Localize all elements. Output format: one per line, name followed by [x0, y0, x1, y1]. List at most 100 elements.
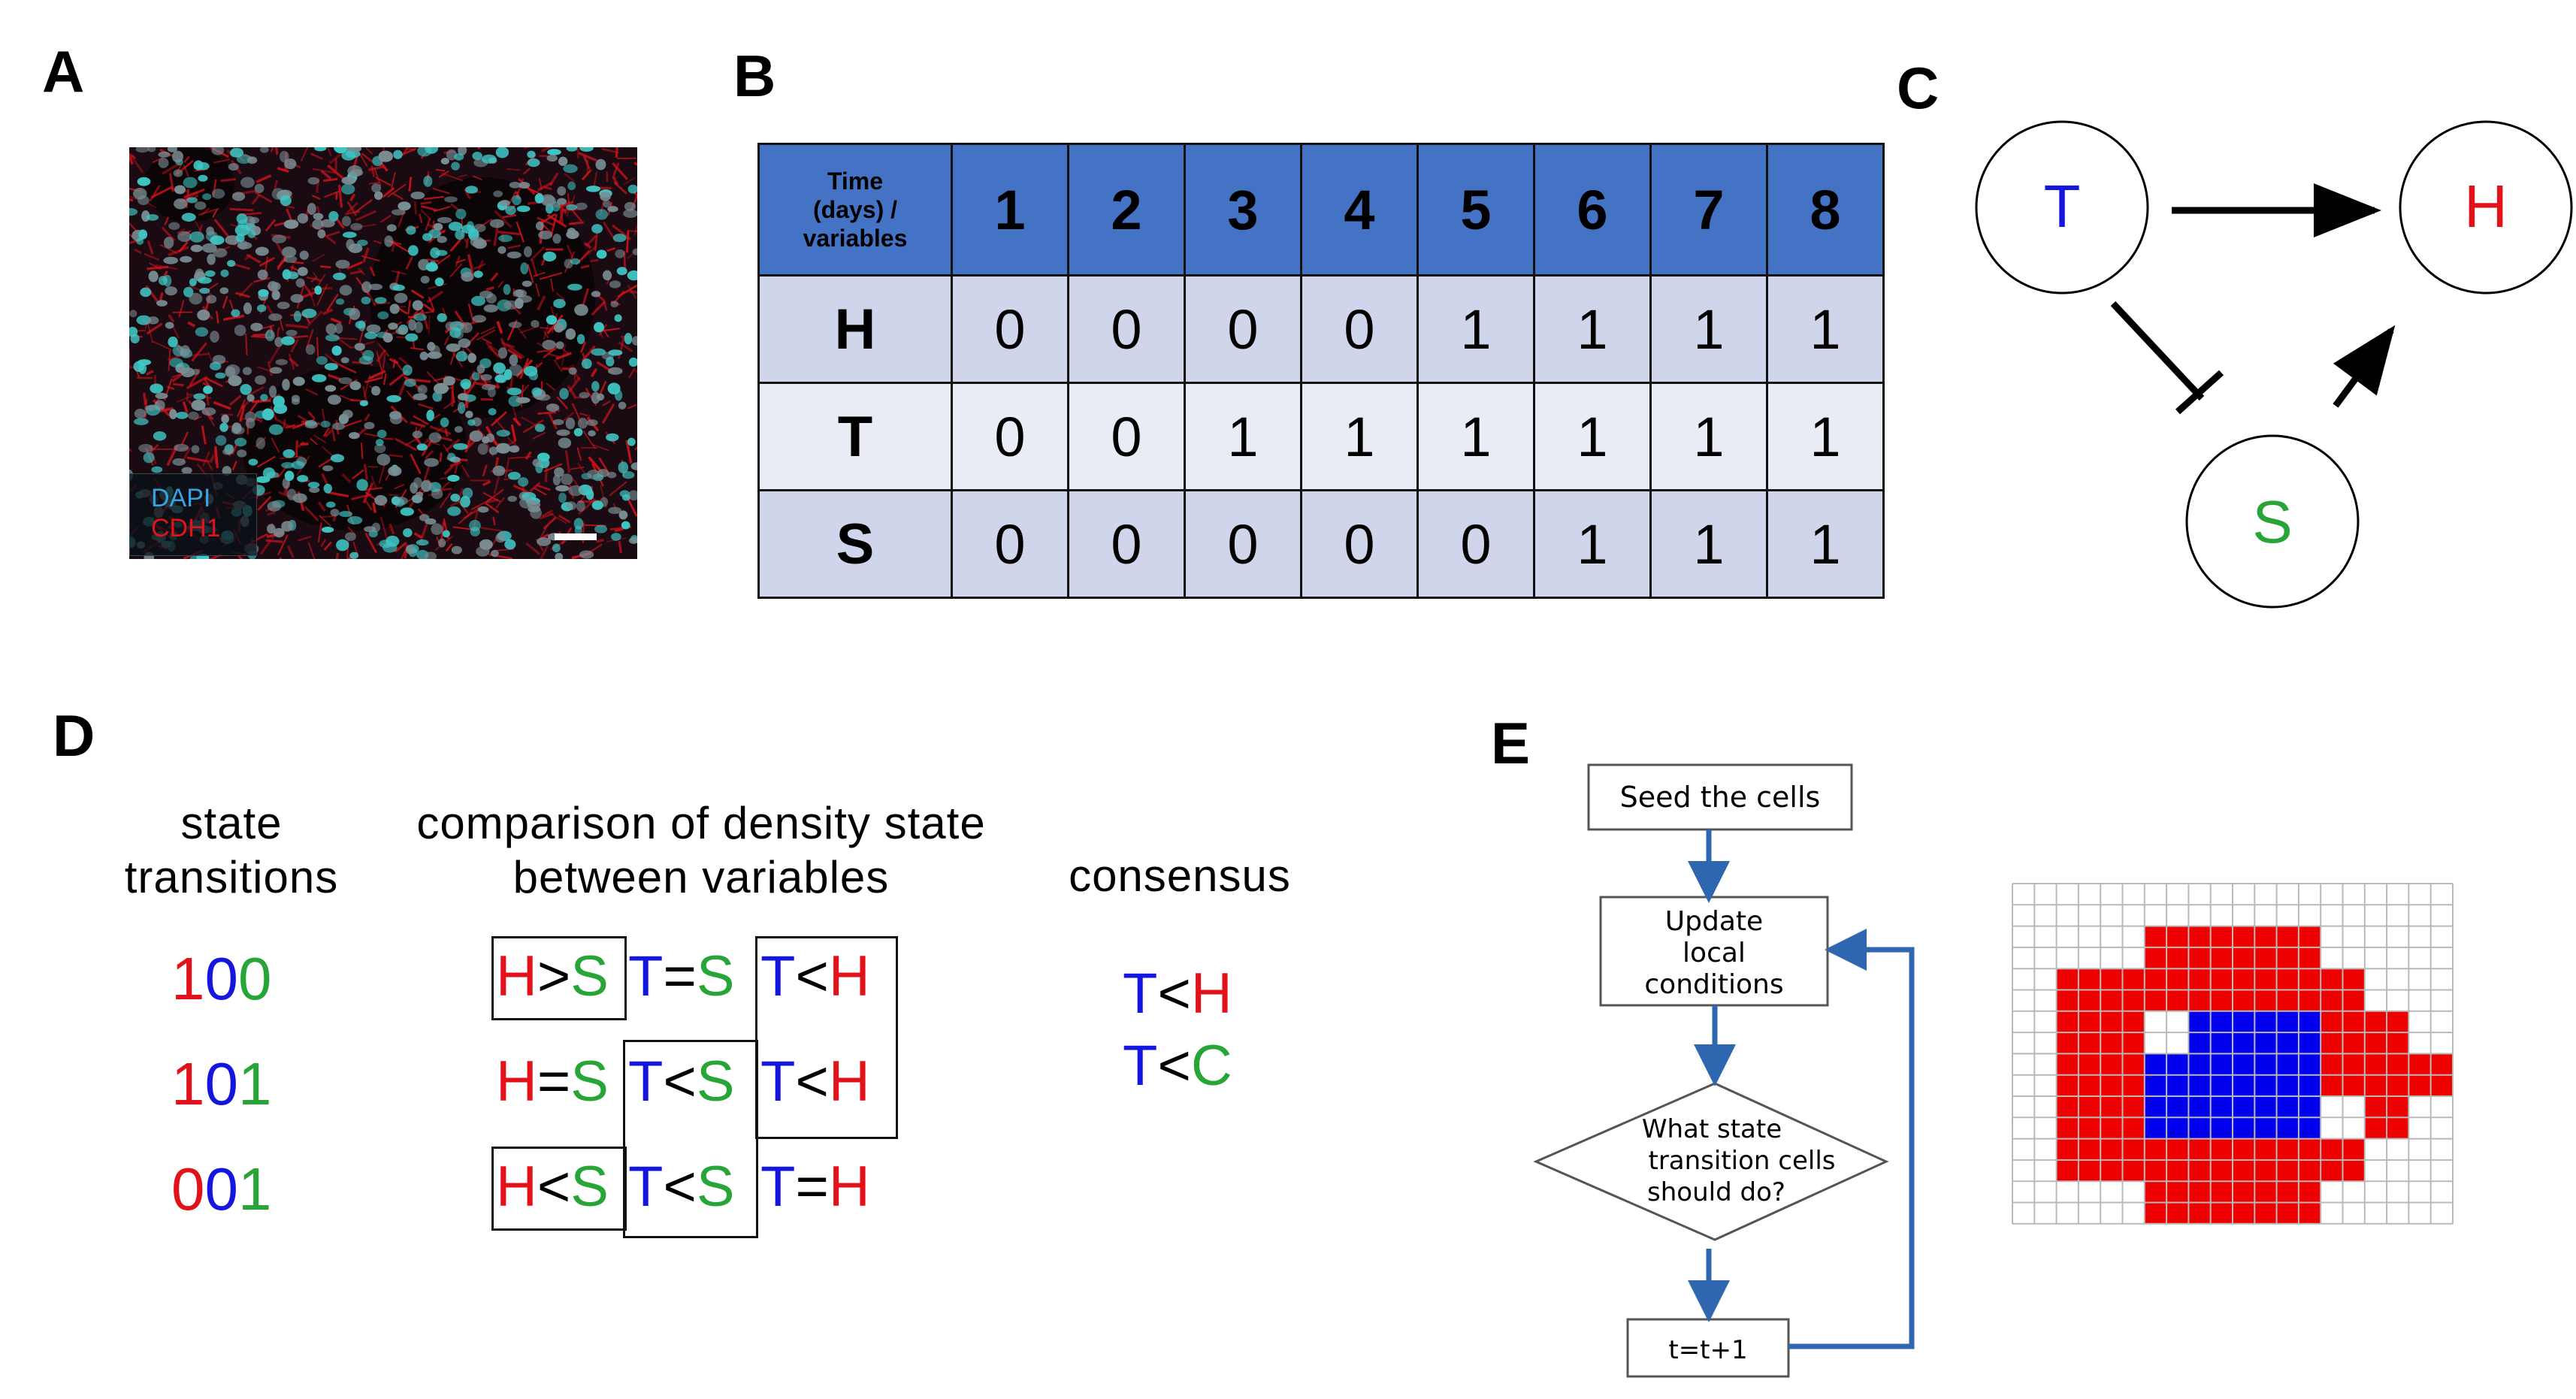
nucleus: [349, 169, 364, 177]
membrane-signal: [362, 482, 374, 504]
membrane-signal: [372, 502, 377, 513]
membrane-signal: [425, 218, 431, 231]
nucleus: [624, 201, 636, 211]
membrane-signal: [435, 168, 446, 172]
membrane-signal: [325, 231, 340, 237]
nucleus: [293, 310, 301, 322]
nucleus: [481, 154, 497, 164]
membrane-signal: [317, 522, 322, 542]
membrane-signal: [596, 538, 604, 543]
membrane-signal: [458, 511, 473, 524]
nucleus: [473, 238, 487, 249]
membrane-signal: [482, 480, 491, 486]
nucleus: [307, 177, 319, 185]
membrane-signal: [525, 542, 541, 555]
nucleus: [631, 336, 637, 346]
nucleus: [209, 361, 222, 370]
nucleus: [193, 393, 206, 400]
nucleus: [519, 182, 531, 189]
flow-seed-box: [1587, 763, 1853, 831]
nucleus: [309, 486, 320, 494]
membrane-signal: [337, 184, 343, 208]
membrane-signal: [549, 172, 559, 186]
nucleus: [324, 363, 339, 370]
nucleus: [498, 234, 513, 243]
membrane-signal: [445, 438, 461, 452]
nucleus: [332, 272, 346, 280]
nucleus: [258, 289, 269, 298]
nucleus: [508, 321, 522, 328]
nucleus: [587, 469, 600, 479]
membrane-signal: [439, 452, 443, 462]
nucleus: [201, 243, 217, 253]
membrane-signal: [259, 256, 276, 267]
nucleus: [336, 539, 349, 551]
membrane-signal: [311, 195, 321, 200]
nucleus: [573, 518, 584, 530]
membrane-signal: [615, 147, 618, 158]
nucleus: [168, 222, 180, 231]
nucleus: [147, 316, 159, 325]
membrane-signal: [464, 380, 477, 397]
membrane-signal: [159, 243, 178, 255]
nucleus: [632, 248, 637, 255]
membrane-signal: [339, 394, 355, 402]
membrane-signal: [405, 256, 413, 270]
membrane-signal: [361, 255, 380, 261]
membrane-signal: [213, 159, 231, 164]
membrane-signal: [634, 369, 637, 374]
membrane-signal: [265, 219, 277, 232]
membrane-signal: [394, 483, 405, 490]
comparison-expression: T<S: [628, 1046, 735, 1118]
nucleus: [425, 262, 438, 272]
membrane-signal: [222, 295, 228, 309]
nucleus: [132, 188, 147, 200]
nucleus: [414, 321, 423, 334]
nucleus: [165, 286, 177, 296]
nucleus: [155, 392, 168, 400]
nucleus: [537, 537, 552, 546]
membrane-signal: [603, 328, 609, 337]
nucleus: [195, 327, 209, 337]
membrane-signal: [389, 358, 399, 364]
nucleus: [271, 234, 286, 243]
nucleus: [619, 490, 630, 497]
variable-symbol: T: [1123, 1034, 1158, 1098]
nucleus: [509, 364, 523, 376]
membrane-signal: [307, 542, 316, 559]
nucleus: [576, 500, 585, 512]
nucleus: [180, 345, 190, 357]
membrane-signal: [452, 391, 455, 403]
nucleus: [376, 453, 391, 466]
nucleus: [425, 551, 437, 559]
nucleus: [169, 409, 177, 420]
membrane-signal: [257, 455, 276, 468]
nucleus: [341, 177, 356, 185]
membrane-signal: [427, 283, 447, 290]
membrane-signal: [537, 216, 556, 227]
nucleus: [394, 497, 405, 507]
membrane-signal: [367, 290, 376, 307]
table-row-header: T: [757, 382, 953, 491]
nucleus: [375, 439, 384, 446]
nucleus: [506, 251, 522, 258]
table-row: T 0 0 1 1 1 1 1 1: [757, 382, 1885, 491]
membrane-signal: [582, 155, 591, 170]
nucleus: [134, 409, 147, 419]
membrane-signal: [223, 314, 245, 322]
nucleus: [535, 221, 544, 231]
nucleus: [379, 539, 393, 548]
nucleus: [130, 334, 140, 344]
membrane-signal: [413, 532, 422, 539]
nucleus: [215, 435, 227, 446]
nucleus: [133, 418, 149, 425]
nucleus: [192, 368, 200, 376]
nucleus: [340, 357, 349, 364]
nucleus: [382, 332, 393, 343]
edge-inhibition-bar: [2175, 370, 2224, 415]
nucleus: [413, 313, 427, 322]
table-cell: 0: [951, 489, 1069, 599]
operator-symbol: <: [795, 944, 829, 1008]
nucleus: [457, 401, 466, 414]
nucleus: [434, 277, 444, 286]
